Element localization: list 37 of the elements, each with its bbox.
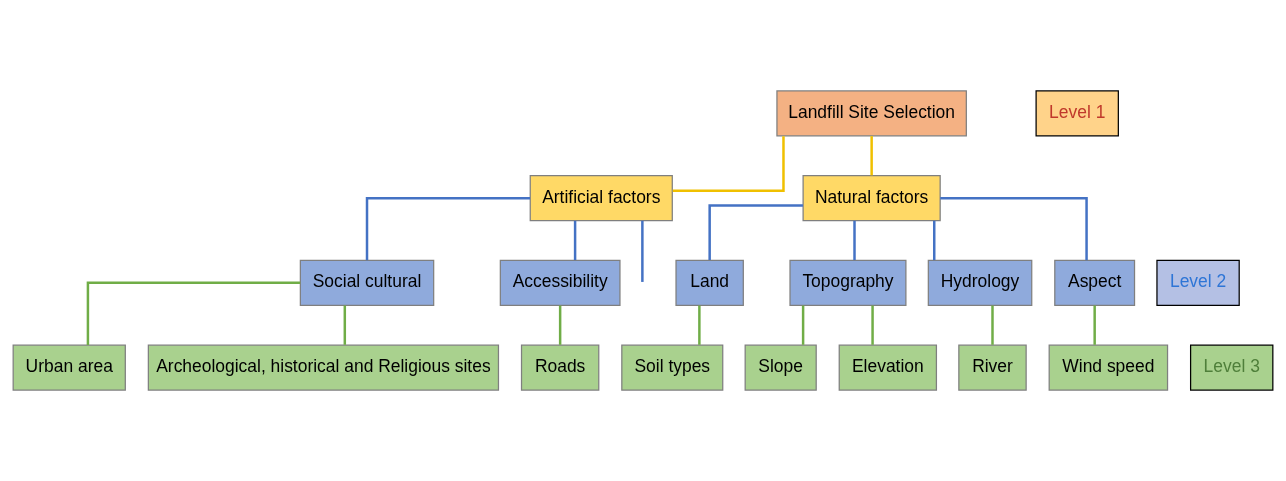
connector [933,220,936,261]
node-box: Slope [744,344,817,391]
connector [853,220,856,261]
connector [991,305,994,345]
node-box: Social cultural [299,259,435,306]
connector [343,305,347,345]
node-box: Accessibility [499,259,621,306]
node-box: Landfill Site Selection [776,90,967,137]
node-box: River [958,344,1027,391]
connector [871,305,874,345]
node-box: Wind speed [1048,344,1169,391]
connector [86,281,301,345]
node-box: Natural factors [802,175,941,222]
connector [672,136,785,192]
node-box: Level 1 [1035,90,1119,137]
node-box: Land [675,259,744,306]
connector [558,305,562,345]
node-box: Level 3 [1189,344,1274,391]
node-box: Soil types [621,344,724,391]
connector [801,305,805,345]
node-box: Archeological, historical and Religious sites [147,344,500,391]
connector [698,305,701,345]
node-box: Elevation [838,344,938,391]
node-box: Hydrology [927,259,1033,306]
connector [1093,305,1096,345]
node-box: Roads [520,344,600,391]
connector [641,220,644,282]
connector [365,196,531,261]
connector [708,204,803,261]
node-box: Topography [789,259,907,306]
connector [573,220,577,261]
node-box: Level 2 [1156,259,1240,306]
node-box: Aspect [1054,259,1136,306]
node-box: Urban area [12,344,126,391]
node-box: Artificial factors [529,175,673,222]
connector [870,136,873,176]
connector [940,196,1088,261]
